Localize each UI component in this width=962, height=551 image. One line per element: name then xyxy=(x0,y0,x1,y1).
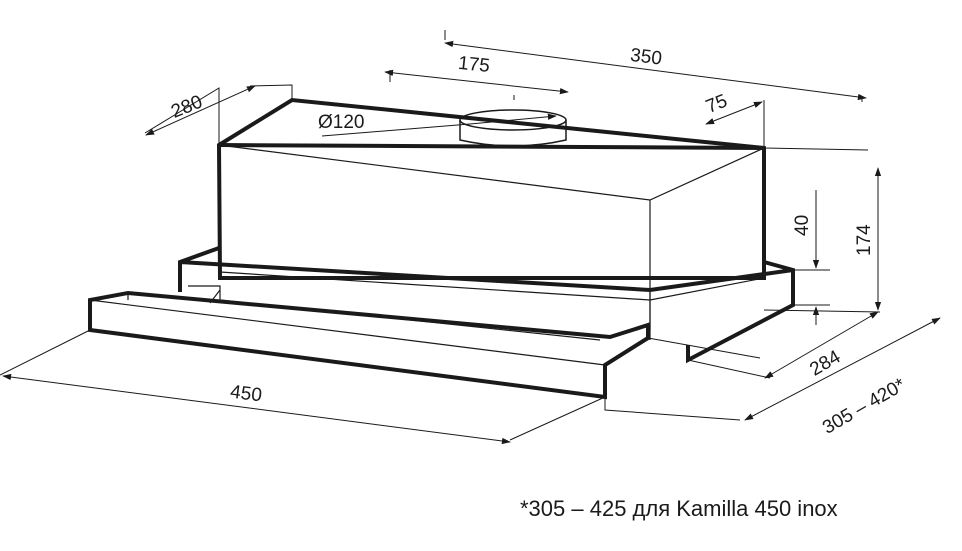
outlet-collar-side xyxy=(459,120,567,147)
label-174: 174 xyxy=(854,224,875,256)
label-75: 75 xyxy=(703,91,730,118)
front-drawer xyxy=(88,290,650,400)
dim-line-305-420 xyxy=(744,317,941,421)
dim-line-280 xyxy=(145,85,256,136)
extension-lines xyxy=(0,30,881,441)
label-350: 350 xyxy=(629,45,663,70)
label-450: 450 xyxy=(229,382,263,407)
lower-step-outline xyxy=(178,246,795,364)
dim-line-diameter-leader xyxy=(321,123,471,137)
footnote-text: *305 – 425 для Kamilla 450 inox xyxy=(520,496,838,521)
label-280: 280 xyxy=(168,91,205,122)
dimension-lines xyxy=(2,40,941,445)
upper-box-outline xyxy=(216,97,766,280)
dimension-labels: 350 175 75 280 Ø120 40 174 284 305 – 420… xyxy=(168,45,909,439)
hood-body xyxy=(88,97,795,400)
label-284: 284 xyxy=(806,346,844,380)
label-175: 175 xyxy=(457,53,491,77)
front-drawer-inner xyxy=(89,285,606,366)
label-diameter: Ø120 xyxy=(318,112,364,133)
dim-line-175 xyxy=(384,69,569,95)
label-305-420: 305 – 420* xyxy=(819,374,910,438)
label-40: 40 xyxy=(792,215,813,236)
dim-line-450 xyxy=(2,373,511,445)
upper-box-top-edge xyxy=(218,143,765,150)
dim-line-diameter xyxy=(469,113,557,125)
dim-line-75 xyxy=(705,101,763,125)
upper-box-front-inner xyxy=(218,144,765,201)
dim-line-350 xyxy=(444,40,867,101)
